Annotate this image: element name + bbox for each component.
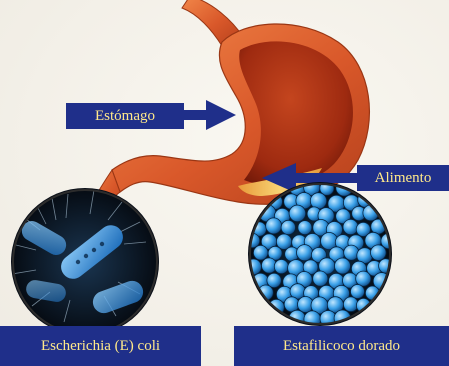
coccus-cell [356,271,371,286]
arrow-estomago [184,100,236,130]
e-coli-micrograph [11,188,159,336]
coccus-cell [351,285,365,299]
coccus-cell [343,297,358,312]
coccus-cell [343,219,358,234]
coccus-cell [335,258,351,274]
coccus-cell [289,205,306,222]
label-staphylococcus: Estafilicoco dorado [234,326,449,366]
coccus-cell [274,260,288,274]
coccus-cell [313,271,328,286]
coccus-cell [281,220,295,234]
coccus-cell [298,221,312,235]
coccus-cell [266,218,282,234]
coccus-cell [253,245,268,260]
label-estomago: Estómago [66,103,184,129]
coccus-cell [284,297,299,312]
label-e-coli: Escherichia (E) coli [0,326,201,366]
coccus-cell [344,245,359,260]
coccus-cell [297,245,313,261]
label-alimento: Alimento [357,165,449,191]
coccus-cell [371,245,387,261]
